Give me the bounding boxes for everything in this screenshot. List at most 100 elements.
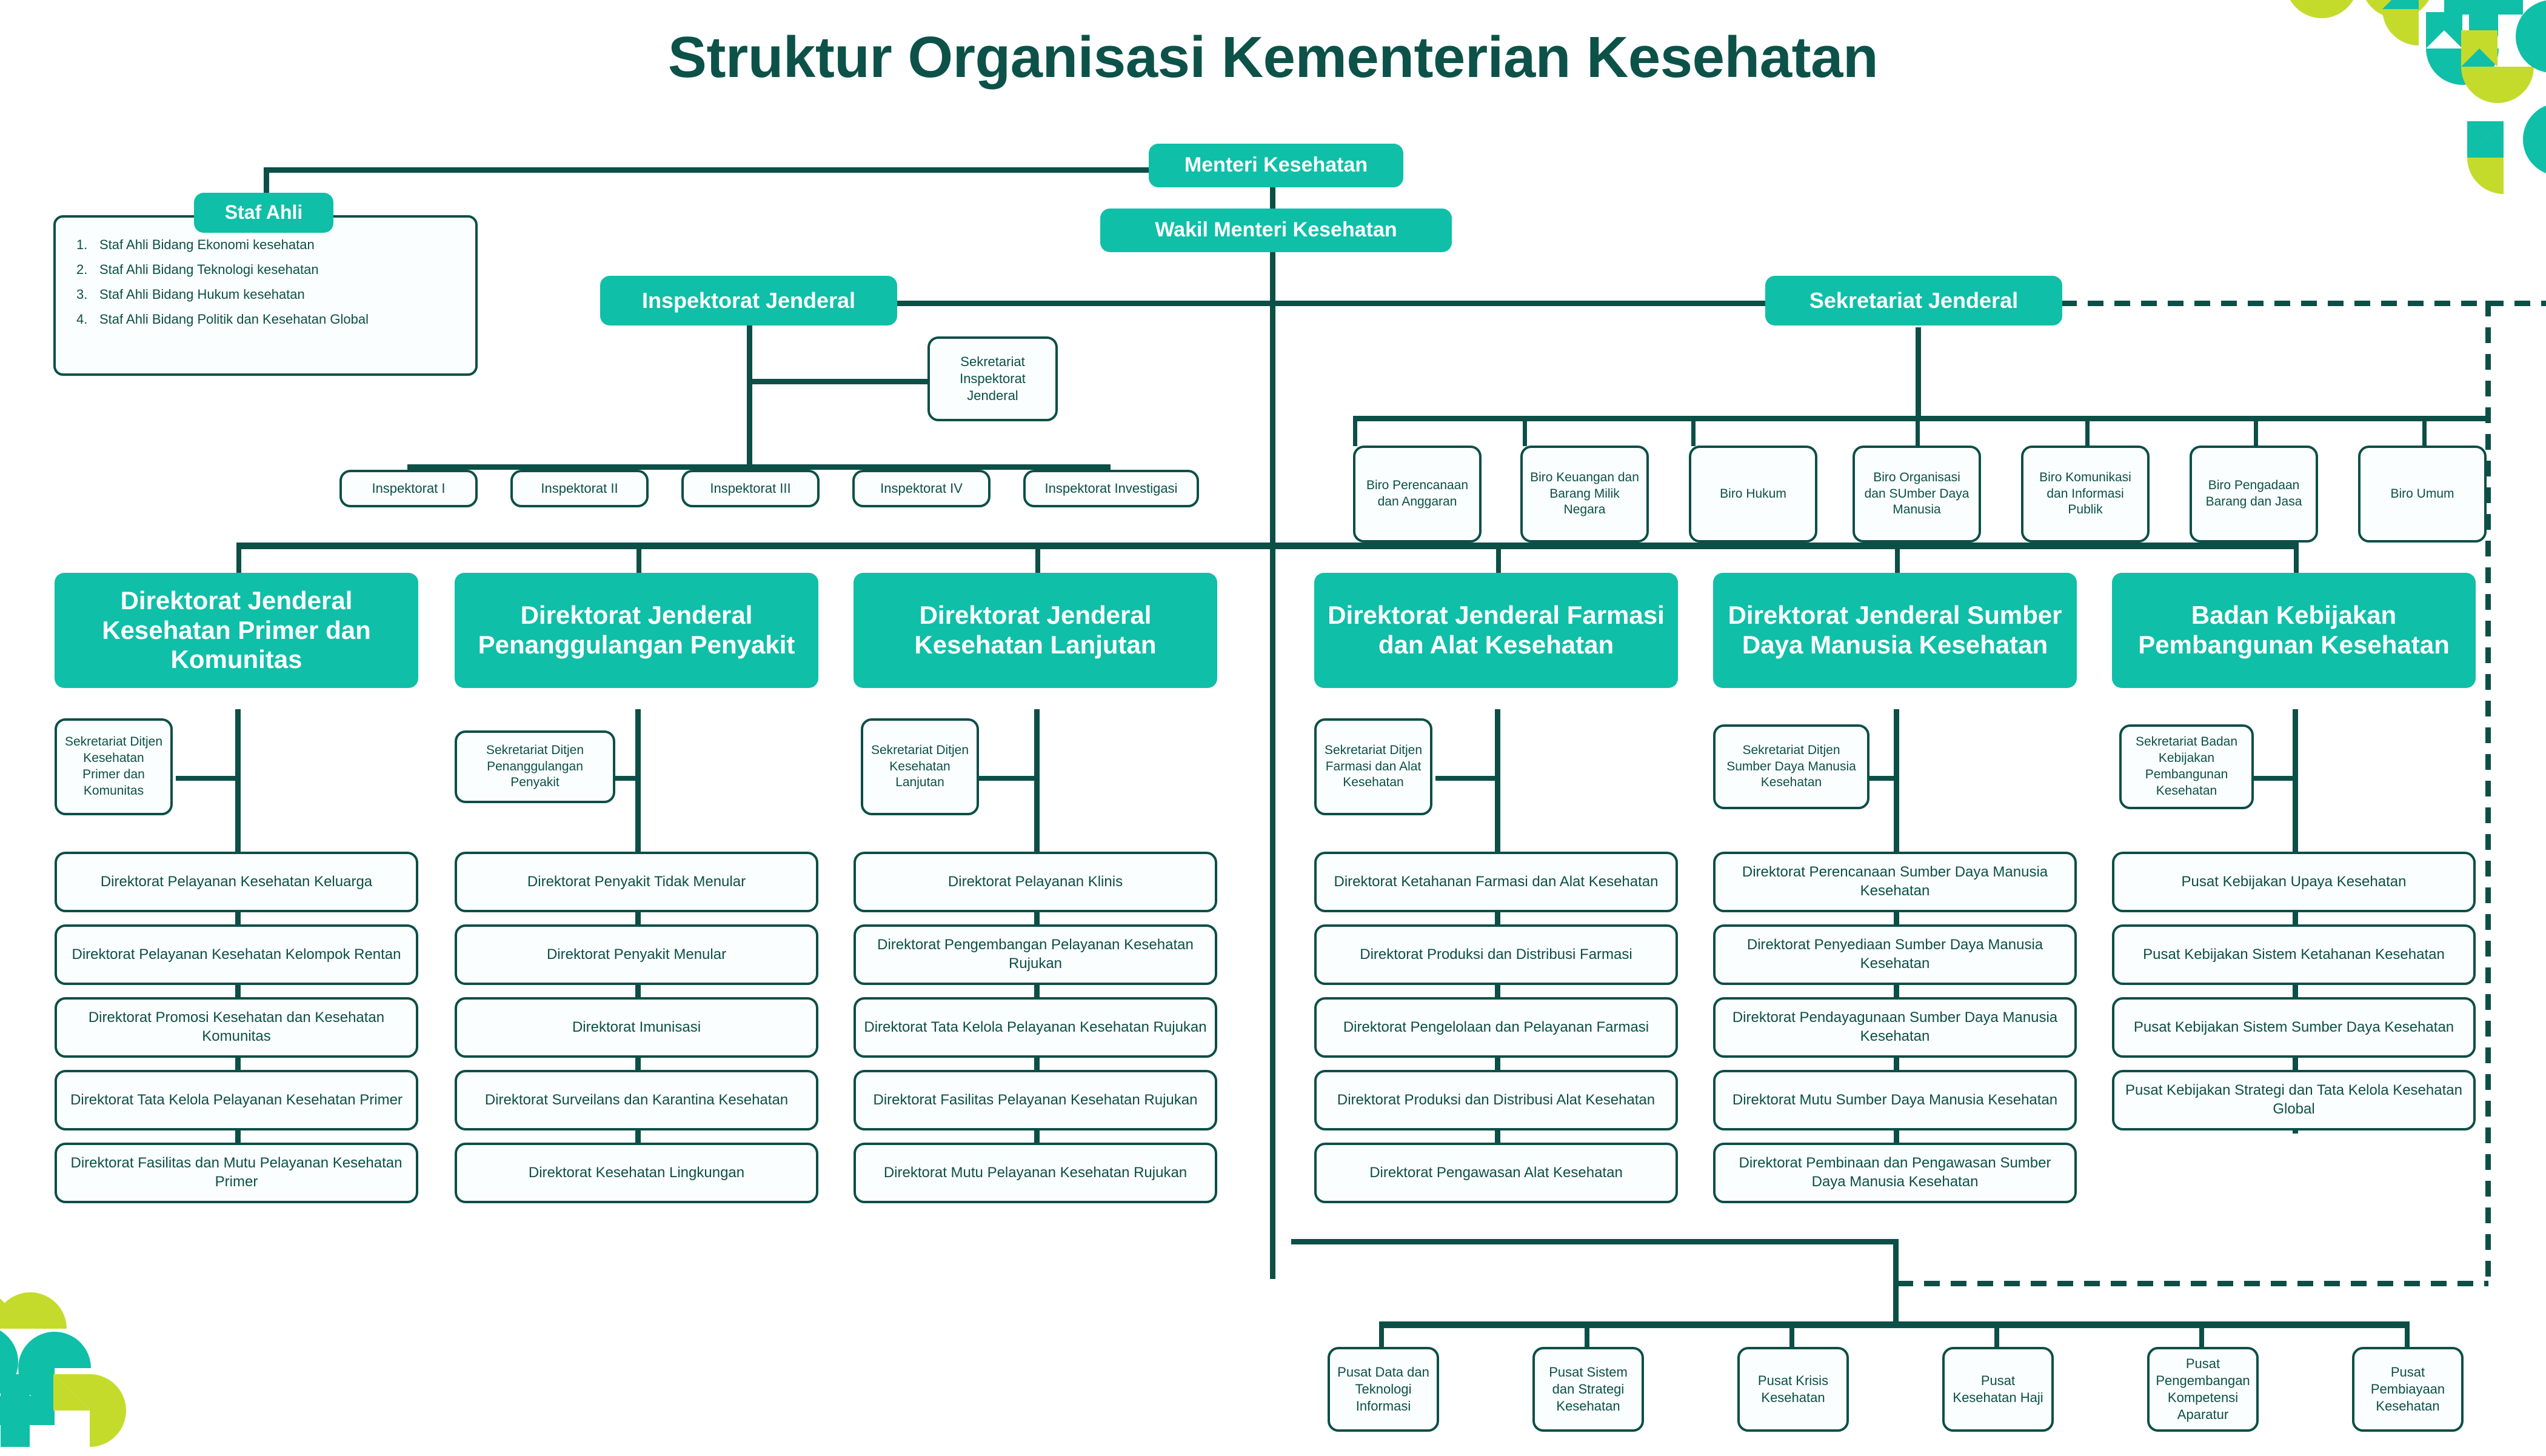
connector-level2-bar [747, 301, 1777, 306]
box-sekretariat-jenderal[interactable]: Sekretariat Jenderal [1765, 276, 2062, 326]
box-label: Biro Perencanaan dan Anggaran [1366, 478, 1469, 509]
connector-biro-drop-6 [2254, 416, 2258, 446]
box-unit-c3-2[interactable]: Direktorat Pengembangan Pelayanan Keseha… [854, 924, 1217, 985]
box-staf-ahli-header[interactable]: Staf Ahli [194, 193, 333, 233]
connector-pusat-drop-3 [1789, 1321, 1794, 1351]
box-unit-c2-5[interactable]: Direktorat Kesehatan Lingkungan [455, 1143, 818, 1203]
box-sekretariat-ditjen-kesehatan-lanjutan[interactable]: Sekretariat Ditjen Kesehatan Lanjutan [861, 718, 979, 815]
box-label: Pusat Kebijakan Strategi dan Tata Kelola… [2125, 1082, 2462, 1117]
box-unit-c3-5[interactable]: Direktorat Mutu Pelayanan Kesehatan Ruju… [854, 1143, 1217, 1203]
box-biro-umum[interactable]: Biro Umum [2358, 446, 2487, 543]
box-pusat-data-dan-teknologi-informasi[interactable]: Pusat Data dan Teknologi Informasi [1328, 1347, 1439, 1432]
box-ditjen-kesehatan-primer-dan-komunitas[interactable]: Direktorat Jenderal Kesehatan Primer dan… [55, 573, 418, 688]
box-label: Sekretariat Ditjen Kesehatan Primer dan … [64, 735, 163, 798]
connector-dashed-right-vertical [2485, 301, 2491, 1286]
box-label: Biro Hukum [1720, 486, 1786, 501]
box-unit-c3-4[interactable]: Direktorat Fasilitas Pelayanan Kesehatan… [854, 1070, 1217, 1130]
box-inspektorat-investigasi[interactable]: Inspektorat Investigasi [1023, 470, 1199, 507]
box-unit-c4-3[interactable]: Direktorat Pengelolaan dan Pelayanan Far… [1314, 997, 1678, 1058]
box-label: Direktorat Pengelolaan dan Pelayanan Far… [1343, 1018, 1649, 1035]
box-sekretariat-ditjen-farmasi-dan-alat-kesehatan[interactable]: Sekretariat Ditjen Farmasi dan Alat Kese… [1314, 718, 1432, 815]
box-pusat-pengembangan-kompetensi-aparatur[interactable]: Pusat Pengembangan Kompetensi Aparatur [2147, 1347, 2259, 1432]
box-sekretariat-ditjen-penanggulangan-penyakit[interactable]: Sekretariat Ditjen Penanggulangan Penyak… [455, 730, 615, 803]
list-item: Staf Ahli Bidang Politik dan Kesehatan G… [76, 312, 369, 327]
box-label: Pusat Pembiayaan Kesehatan [2370, 1364, 2445, 1414]
box-biro-keuangan-dan-barang-milik-negara[interactable]: Biro Keuangan dan Barang Milik Negara [1520, 446, 1649, 543]
col6-sek-elbow [2233, 776, 2294, 781]
connector-inspektorat-children-bar [407, 464, 1111, 470]
box-sekretariat-badan-kebijakan-pembangunan-kesehatan[interactable]: Sekretariat Badan Kebijakan Pembangunan … [2119, 724, 2254, 809]
box-pusat-kesehatan-haji[interactable]: Pusat Kesehatan Haji [1942, 1347, 2054, 1432]
box-label: Direktorat Jenderal Kesehatan Primer dan… [102, 586, 371, 674]
box-unit-c5-5[interactable]: Direktorat Pembinaan dan Pengawasan Sumb… [1713, 1143, 2077, 1203]
connector-ditjen-drop-2 [636, 543, 641, 573]
box-biro-pengadaan-barang-dan-jasa[interactable]: Biro Pengadaan Barang dan Jasa [2190, 446, 2318, 543]
box-sekretariat-ditjen-sumber-daya-manusia-kesehatan[interactable]: Sekretariat Ditjen Sumber Daya Manusia K… [1713, 724, 1869, 809]
box-inspektorat-jenderal[interactable]: Inspektorat Jenderal [600, 276, 897, 326]
box-unit-c6-4[interactable]: Pusat Kebijakan Strategi dan Tata Kelola… [2112, 1070, 2476, 1130]
connector-biro-drop-3 [1691, 416, 1696, 446]
col1-sek-elbow [176, 776, 236, 781]
box-inspektorat-ii[interactable]: Inspektorat II [510, 470, 649, 507]
box-unit-c4-5[interactable]: Direktorat Pengawasan Alat Kesehatan [1314, 1143, 1678, 1203]
box-unit-c2-4[interactable]: Direktorat Surveilans dan Karantina Kese… [455, 1070, 818, 1130]
box-label: Sekretariat Ditjen Farmasi dan Alat Kese… [1324, 743, 1423, 790]
box-sekretariat-inspektorat-jenderal[interactable]: Sekretariat Inspektorat Jenderal [927, 336, 1058, 421]
box-unit-c1-4[interactable]: Direktorat Tata Kelola Pelayanan Kesehat… [55, 1070, 418, 1130]
box-ditjen-kesehatan-lanjutan[interactable]: Direktorat Jenderal Kesehatan Lanjutan [854, 573, 1217, 688]
box-biro-komunikasi-dan-informasi-publik[interactable]: Biro Komunikasi dan Informasi Publik [2021, 446, 2150, 543]
box-menteri-kesehatan[interactable]: Menteri Kesehatan [1149, 144, 1403, 187]
box-inspektorat-i[interactable]: Inspektorat I [339, 470, 478, 507]
box-unit-c2-2[interactable]: Direktorat Penyakit Menular [455, 924, 818, 985]
col3-sek-elbow [975, 776, 1035, 781]
box-unit-c4-4[interactable]: Direktorat Produksi dan Distribusi Alat … [1314, 1070, 1678, 1130]
box-wakil-menteri-kesehatan[interactable]: Wakil Menteri Kesehatan [1100, 209, 1452, 252]
box-unit-c5-2[interactable]: Direktorat Penyediaan Sumber Daya Manusi… [1713, 924, 2077, 985]
box-biro-hukum[interactable]: Biro Hukum [1689, 446, 1817, 543]
box-pusat-pembiayaan-kesehatan[interactable]: Pusat Pembiayaan Kesehatan [2352, 1347, 2464, 1432]
box-label: Direktorat Fasilitas Pelayanan Kesehatan… [873, 1091, 1198, 1108]
box-pusat-sistem-dan-strategi-kesehatan[interactable]: Pusat Sistem dan Strategi Kesehatan [1532, 1347, 1644, 1432]
box-unit-c1-1[interactable]: Direktorat Pelayanan Kesehatan Keluarga [55, 852, 418, 912]
box-unit-c6-2[interactable]: Pusat Kebijakan Sistem Ketahanan Kesehat… [2112, 924, 2476, 985]
box-unit-c6-3[interactable]: Pusat Kebijakan Sistem Sumber Daya Keseh… [2112, 997, 2476, 1058]
box-label: Direktorat Fasilitas dan Mutu Pelayanan … [70, 1155, 403, 1190]
box-unit-c1-2[interactable]: Direktorat Pelayanan Kesehatan Kelompok … [55, 924, 418, 985]
box-badan-kebijakan-pembangunan-kesehatan[interactable]: Badan Kebijakan Pembangunan Kesehatan [2112, 573, 2476, 688]
box-label: Biro Pengadaan Barang dan Jasa [2205, 478, 2302, 509]
connector-menteri-stafahli [264, 167, 1149, 173]
box-label: Pusat Sistem dan Strategi Kesehatan [1549, 1364, 1628, 1414]
connector-pusat-drop-6 [2405, 1321, 2410, 1351]
connector-ditjen-drop-5 [1895, 543, 1900, 573]
list-item: Staf Ahli Bidang Teknologi kesehatan [76, 262, 319, 277]
box-unit-c5-4[interactable]: Direktorat Mutu Sumber Daya Manusia Kese… [1713, 1070, 2077, 1130]
list-item: Staf Ahli Bidang Ekonomi kesehatan [76, 237, 315, 252]
box-unit-c3-1[interactable]: Direktorat Pelayanan Klinis [854, 852, 1217, 912]
box-inspektorat-iii[interactable]: Inspektorat III [681, 470, 820, 507]
box-biro-organisasi-dan-sumber-daya-manusia[interactable]: Biro Organisasi dan SUmber Daya Manusia [1853, 446, 1981, 543]
box-pusat-krisis-kesehatan[interactable]: Pusat Krisis Kesehatan [1737, 1347, 1849, 1432]
box-ditjen-farmasi-dan-alat-kesehatan[interactable]: Direktorat Jenderal Farmasi dan Alat Kes… [1314, 573, 1678, 688]
box-unit-c2-1[interactable]: Direktorat Penyakit Tidak Menular [455, 852, 818, 912]
box-label: Pusat Pengembangan Kompetensi Aparatur [2156, 1355, 2250, 1423]
connector-dashed-bottom [1897, 1281, 2488, 1286]
box-biro-perencanaan-dan-anggaran[interactable]: Biro Perencanaan dan Anggaran [1353, 446, 1482, 543]
box-sekretariat-ditjen-kesehatan-primer-dan-komunitas[interactable]: Sekretariat Ditjen Kesehatan Primer dan … [55, 718, 173, 815]
box-inspektorat-iv[interactable]: Inspektorat IV [852, 470, 991, 507]
box-label: Sekretariat Ditjen Penanggulangan Penyak… [486, 743, 584, 790]
box-unit-c4-1[interactable]: Direktorat Ketahanan Farmasi dan Alat Ke… [1314, 852, 1678, 912]
box-unit-c4-2[interactable]: Direktorat Produksi dan Distribusi Farma… [1314, 924, 1678, 985]
box-unit-c1-3[interactable]: Direktorat Promosi Kesehatan dan Kesehat… [55, 997, 418, 1058]
box-unit-c6-1[interactable]: Pusat Kebijakan Upaya Kesehatan [2112, 852, 2476, 912]
box-unit-c1-5[interactable]: Direktorat Fasilitas dan Mutu Pelayanan … [55, 1143, 418, 1203]
box-label: Direktorat Mutu Sumber Daya Manusia Kese… [1732, 1091, 2058, 1108]
box-ditjen-sumber-daya-manusia-kesehatan[interactable]: Direktorat Jenderal Sumber Daya Manusia … [1713, 573, 2077, 688]
connector-pusat-drop-1 [1379, 1321, 1384, 1351]
box-unit-c3-3[interactable]: Direktorat Tata Kelola Pelayanan Kesehat… [854, 997, 1217, 1058]
connector-inspektorat-sekretariat [747, 379, 929, 384]
box-unit-c2-3[interactable]: Direktorat Imunisasi [455, 997, 818, 1058]
box-unit-c5-1[interactable]: Direktorat Perencanaan Sumber Daya Manus… [1713, 852, 2077, 912]
box-ditjen-penanggulangan-penyakit[interactable]: Direktorat Jenderal Penanggulangan Penya… [455, 573, 818, 688]
box-unit-c5-3[interactable]: Direktorat Pendayagunaan Sumber Daya Man… [1713, 997, 2077, 1058]
